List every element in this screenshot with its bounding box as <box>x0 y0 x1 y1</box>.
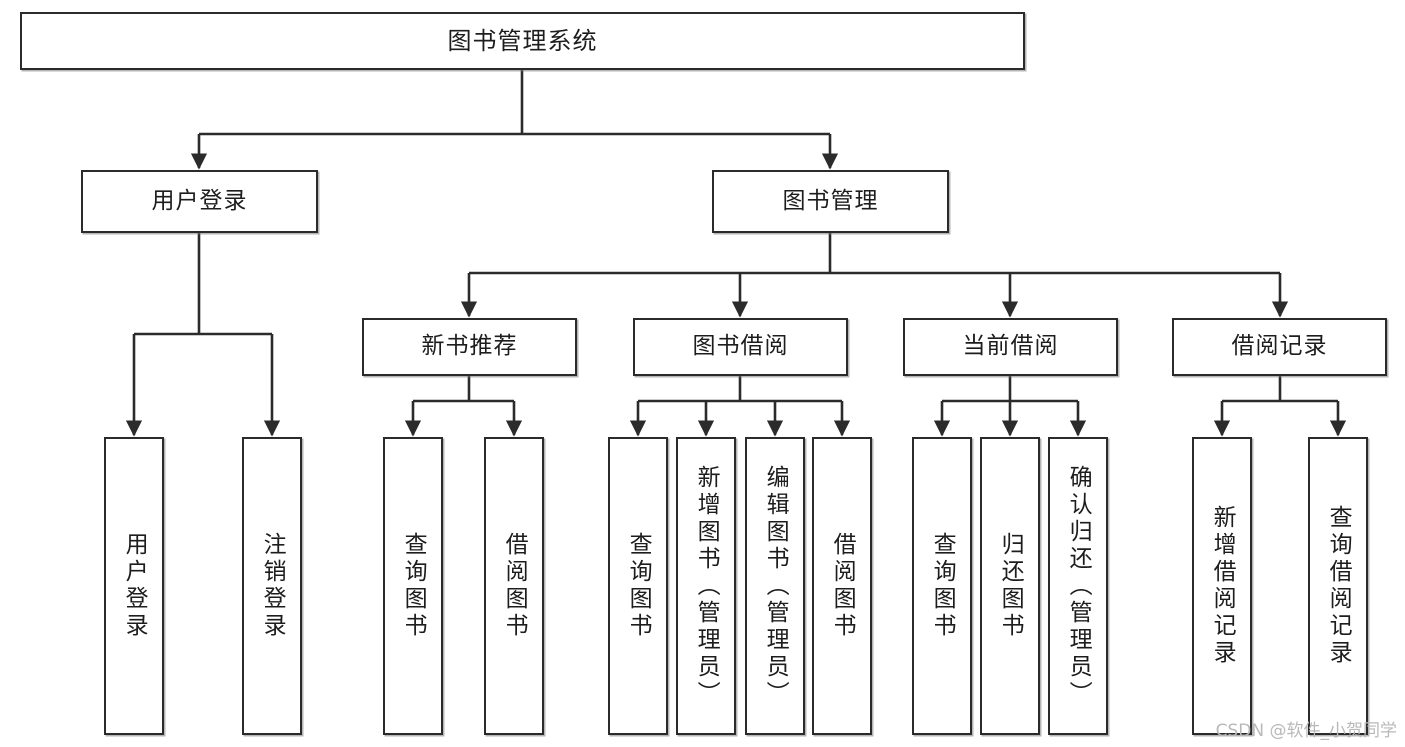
node-label: 借阅图书 <box>501 532 528 640</box>
node-label: 当前借阅 <box>962 333 1059 360</box>
leaf-edit-book-admin[interactable]: 编辑图书（管理员） <box>745 437 805 735</box>
leaf-add-book-admin[interactable]: 新增图书（管理员） <box>676 437 736 735</box>
leaf-add-borrow-record[interactable]: 新增借阅记录 <box>1192 437 1252 735</box>
node-user-login[interactable]: 用户登录 <box>81 170 318 233</box>
node-book-management[interactable]: 图书管理 <box>712 170 949 233</box>
node-label: 图书管理系统 <box>447 26 598 55</box>
csdn-watermark: CSDN @软件_小贺同学 <box>1215 721 1397 741</box>
leaf-query-book-recommend[interactable]: 查询图书 <box>383 437 443 735</box>
node-current-borrow[interactable]: 当前借阅 <box>903 318 1118 376</box>
node-label: 新书推荐 <box>421 333 518 360</box>
node-book-borrow[interactable]: 图书借阅 <box>633 318 848 376</box>
node-label: 借阅图书 <box>829 532 856 640</box>
node-new-book-recommend[interactable]: 新书推荐 <box>362 318 577 376</box>
node-label: 查询图书 <box>929 532 956 640</box>
leaf-confirm-return-admin[interactable]: 确认归还（管理员） <box>1048 437 1108 735</box>
node-label: 确认归还（管理员） <box>1065 464 1092 708</box>
node-label: 查询图书 <box>400 532 427 640</box>
node-root-book-management-system[interactable]: 图书管理系统 <box>20 12 1025 70</box>
leaf-query-book-borrow[interactable]: 查询图书 <box>608 437 668 735</box>
node-label: 新增图书（管理员） <box>693 464 720 708</box>
node-label: 用户登录 <box>151 187 248 214</box>
leaf-logout-login[interactable]: 注销登录 <box>242 437 302 735</box>
node-label: 图书管理 <box>782 187 879 214</box>
leaf-borrow-book-borrow[interactable]: 借阅图书 <box>812 437 872 735</box>
leaf-borrow-book-recommend[interactable]: 借阅图书 <box>484 437 544 735</box>
node-label: 查询图书 <box>625 532 652 640</box>
node-label: 编辑图书（管理员） <box>762 464 789 708</box>
node-label: 用户登录 <box>121 532 148 640</box>
node-label: 新增借阅记录 <box>1209 505 1236 667</box>
node-label: 图书借阅 <box>692 333 789 360</box>
node-borrow-record[interactable]: 借阅记录 <box>1172 318 1387 376</box>
node-label: 借阅记录 <box>1231 333 1328 360</box>
node-label: 归还图书 <box>997 532 1024 640</box>
node-label: 注销登录 <box>259 532 286 640</box>
leaf-query-book-current[interactable]: 查询图书 <box>912 437 972 735</box>
leaf-return-book[interactable]: 归还图书 <box>980 437 1040 735</box>
leaf-query-borrow-record[interactable]: 查询借阅记录 <box>1308 437 1368 735</box>
leaf-user-login[interactable]: 用户登录 <box>104 437 164 735</box>
node-label: 查询借阅记录 <box>1325 505 1352 667</box>
